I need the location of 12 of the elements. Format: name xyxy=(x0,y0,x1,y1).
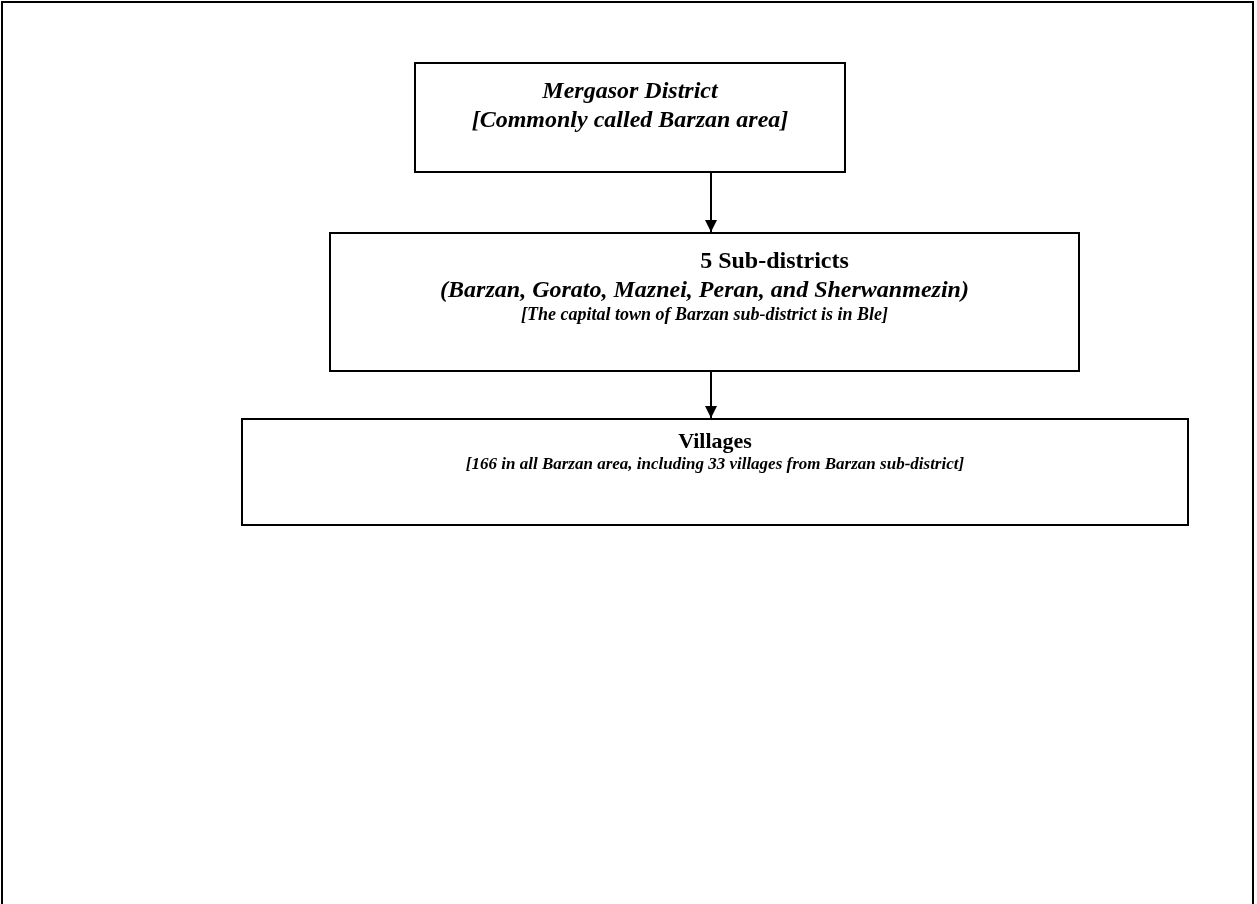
district-note: [Commonly called Barzan area] xyxy=(471,104,789,134)
arrow xyxy=(705,371,717,419)
district-title: Mergasor District xyxy=(542,76,718,105)
process-box xyxy=(241,418,1189,526)
subdistricts-title: 5 Sub-districts xyxy=(700,246,849,275)
subdistricts-list: (Barzan, Gorato, Maznei, Peran, and Sherwanmezin) xyxy=(440,274,969,304)
subdistricts-note: [The capital town of Barzan sub-district is in Ble] xyxy=(520,303,888,326)
process-box xyxy=(414,62,846,173)
process-box xyxy=(329,232,1080,372)
arrow xyxy=(705,172,717,233)
villages-note: [166 in all Barzan area, including 33 villages from Barzan sub-district] xyxy=(465,454,965,475)
villages-title: Villages xyxy=(678,428,752,455)
